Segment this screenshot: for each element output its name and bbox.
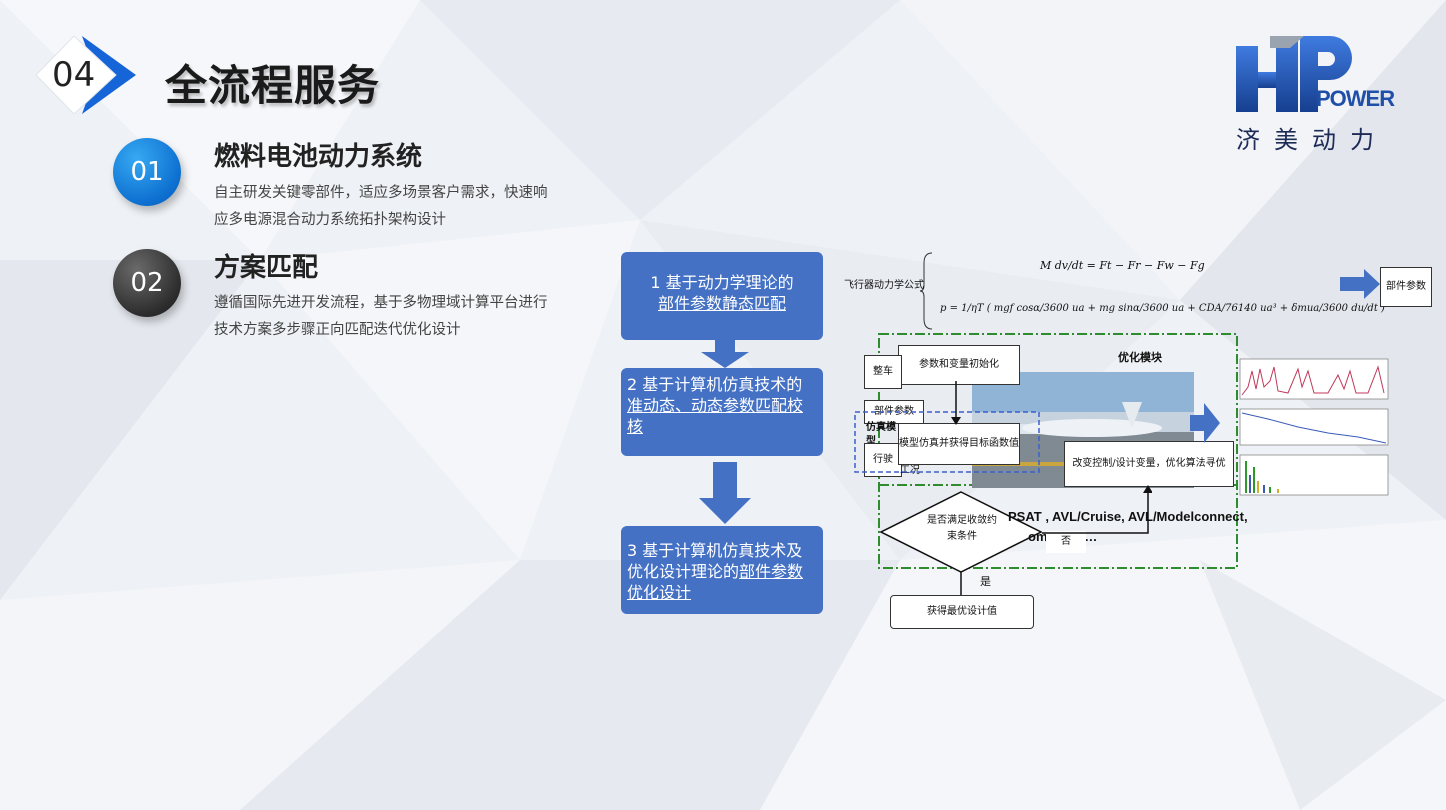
sim-box: 模型仿真并获得目标函数值 [898,423,1020,465]
item-desc-fuel-cell: 自主研发关键零部件，适应多场景客户需求，快速响 应多电源混合动力系统拓扑架构设计 [214,180,574,234]
item-number-02: 02 [113,249,181,317]
yes-label: 是 [980,575,991,588]
decision-text: 是否满足收敛约束条件 [927,515,997,542]
item-title-scheme: 方案匹配 [214,253,319,283]
item-number-01: 01 [113,138,181,206]
desc-line: 技术方案多步骤正向匹配迭代优化设计 [214,322,461,338]
flow-step-1: 1 基于动力学理论的 部件参数静态匹配 [621,252,823,340]
desc-line: 自主研发关键零部件，适应多场景客户需求，快速响 [214,185,548,201]
formula-2: p = 1/ηT ( mgf cosα/3600 ua + mg sinα/36… [940,303,1385,314]
opt-module-label: 优化模块 [1118,351,1162,364]
desc-line: 遵循国际先进开发流程，基于多物理域计算平台进行 [214,295,548,311]
result-box: 获得最优设计值 [890,595,1034,629]
tools-line-1: PSAT , AVL/Cruise, AVL/Modelconnect, [1008,509,1248,524]
formula-1: M dv/dt = Ft − Fr − Fw − Fg [1040,259,1205,272]
result-graphs [1239,358,1389,496]
section-number: 04 [52,55,96,95]
right-arrow-icon [1190,403,1220,443]
flow-step-text: 3 基于计算机仿真技术及优化设计理论的 [627,541,803,581]
section-badge-icon [36,36,136,114]
flow-step-underlined: 准动态、动态参数匹配校核 [627,396,804,436]
flow-step-3: 3 基于计算机仿真技术及优化设计理论的部件参数优化设计 [621,526,823,614]
item-desc-scheme: 遵循国际先进开发流程，基于多物理域计算平台进行 技术方案多步骤正向匹配迭代优化设… [214,290,574,344]
flow-step-text: 2 基于计算机仿真技术的 [627,375,803,394]
right-arrow-icon [1340,269,1380,299]
no-label: 否 [1046,531,1086,553]
down-arrow-icon [701,340,749,368]
init-box: 参数和变量初始化 [898,345,1020,385]
arrow-down-icon [951,381,961,425]
parts-param-box: 部件参数 [1380,267,1432,307]
flow-step-text: 1 基于动力学理论的 [650,273,794,292]
down-arrow-icon [699,462,751,524]
flow-step-2: 2 基于计算机仿真技术的 准动态、动态参数匹配校核 [621,368,823,456]
brace-icon [920,252,933,330]
item-title-fuel-cell: 燃料电池动力系统 [214,142,423,172]
logo-brand-en: POWER [1316,86,1395,111]
sim-dashed-area [854,411,1040,473]
cond-label: 工况 [900,465,920,476]
flow-step-underlined: 部件参数优化设计 [627,562,804,602]
logo-brand-cn: 济美动力 [1236,126,1388,154]
change-box: 改变控制/设计变量，优化算法寻优 [1064,441,1234,487]
optimization-diagram: 飞行器动力学公式 M dv/dt = Ft − Fr − Fw − Fg p =… [840,245,1432,635]
desc-line: 应多电源混合动力系统拓扑架构设计 [214,212,446,228]
formula-label: 飞行器动力学公式 [844,280,924,291]
sim-model-label: 仿真模型 [866,422,896,447]
page-title: 全流程服务 [165,61,381,110]
vehicle-box: 整车 [864,355,902,389]
hp-power-logo-icon [1236,36,1352,112]
loop-arrow-icon [1042,485,1152,534]
flow-step-underlined: 部件参数静态匹配 [657,294,786,313]
